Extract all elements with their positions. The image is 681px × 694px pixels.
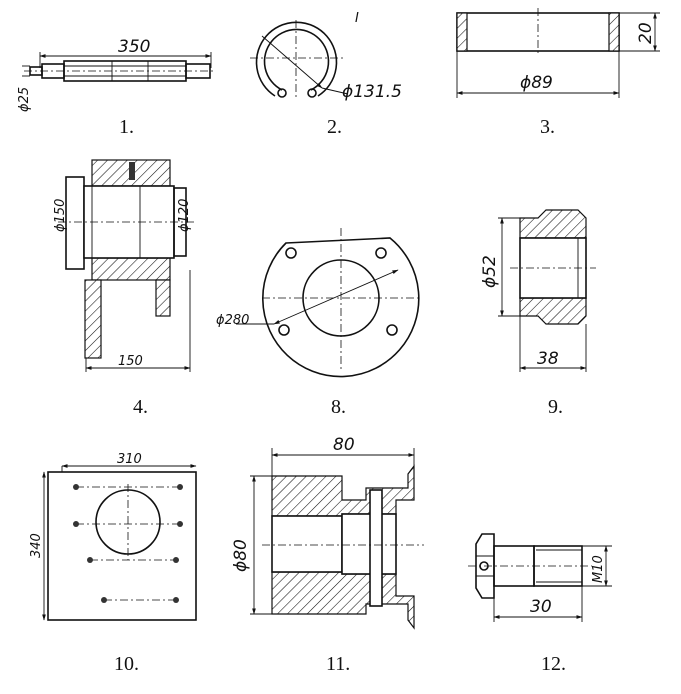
part-1-shaft: 350 ϕ25 1. (17, 37, 216, 138)
part-4-housing: 150 ϕ150 ϕ120 4. (53, 159, 196, 418)
part-11-sleeve: 80 ϕ80 11. (231, 435, 424, 675)
part-1-label: 1. (119, 116, 134, 138)
part-2-diameter-dim: ϕ131.5 (342, 82, 402, 102)
part-3-diameter-dim: ϕ89 (520, 73, 553, 93)
part-11-diameter-dim: ϕ80 (231, 539, 251, 572)
part-12-thread-dim: M10 (591, 555, 606, 583)
part-10-width-dim: 310 (117, 452, 142, 467)
part-9-label: 9. (548, 396, 563, 418)
part-3-label: 3. (540, 116, 555, 138)
part-2-retaining-ring: I ϕ131.5 2. (250, 11, 402, 138)
part-9-diameter-dim: ϕ52 (480, 255, 500, 288)
part-9-length-dim: 38 (537, 349, 559, 369)
part-1-diameter-dim: ϕ25 (17, 87, 32, 112)
part-2-mark: I (355, 11, 359, 26)
part-9-bushing: ϕ52 38 9. (480, 209, 596, 418)
part-1-length-dim: 350 (118, 37, 150, 57)
part-3-spacer-ring: 20 ϕ89 3. (456, 8, 660, 138)
part-12-length-dim: 30 (530, 597, 552, 617)
part-10-height-dim: 340 (29, 533, 44, 558)
part-10-plate: 310 340 10. (29, 452, 197, 675)
part-11-length-dim: 80 (333, 435, 355, 455)
part-12-label: 12. (541, 653, 566, 675)
part-11-label: 11. (326, 653, 350, 675)
part-8-flange: ϕ280 8. (216, 228, 420, 418)
part-8-diameter-dim: ϕ280 (216, 313, 249, 328)
part-10-label: 10. (114, 653, 139, 675)
part-4-outer-dim: ϕ150 (53, 199, 68, 232)
part-8-label: 8. (331, 396, 346, 418)
part-4-inner-dim: ϕ120 (177, 199, 192, 232)
part-12-bolt: M10 30 12. (468, 533, 612, 675)
part-4-length-dim: 150 (118, 354, 143, 369)
part-2-label: 2. (327, 116, 342, 138)
part-4-label: 4. (133, 396, 148, 418)
part-3-height-dim: 20 (636, 22, 656, 44)
